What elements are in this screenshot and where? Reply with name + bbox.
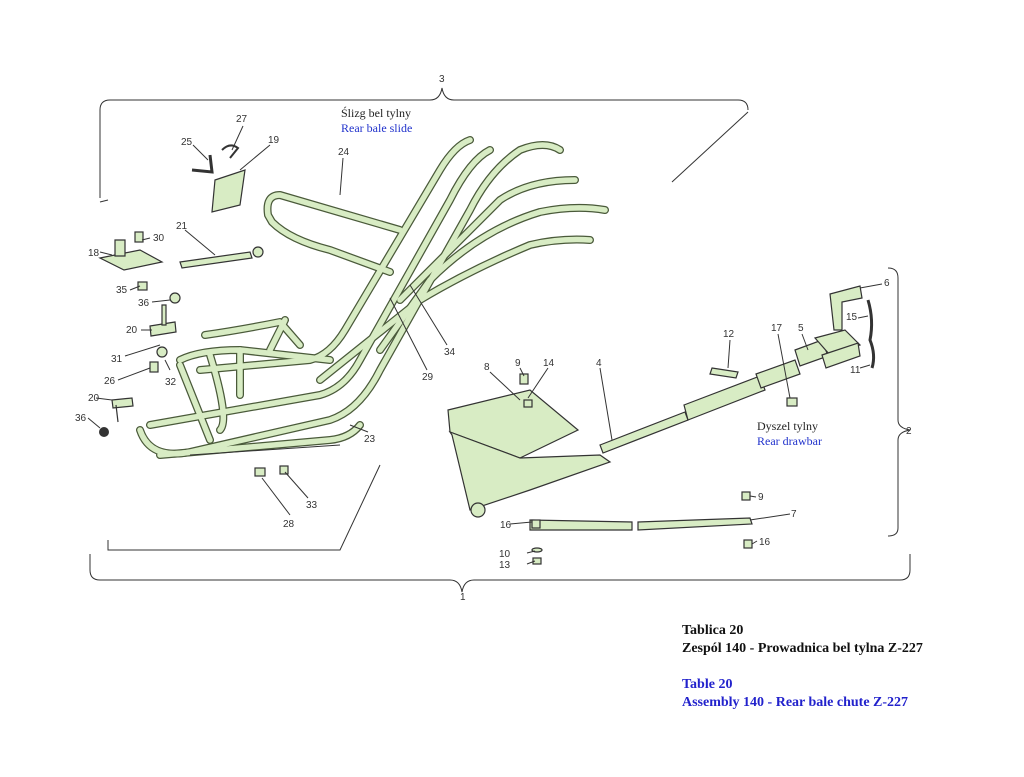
bolt-part-9b xyxy=(741,491,751,501)
part-number-20b: 20 xyxy=(88,393,100,404)
part-number-27: 27 xyxy=(236,114,248,125)
part-number-18: 18 xyxy=(88,248,100,259)
part-number-28: 28 xyxy=(283,519,295,530)
part-number-4: 4 xyxy=(596,358,602,369)
nut-part-16a xyxy=(531,519,541,529)
nut-part-17 xyxy=(786,397,798,407)
part-number-12: 12 xyxy=(723,329,735,340)
caption-english-table: Table 20 xyxy=(682,677,733,692)
slide-label-english: Rear bale slide xyxy=(341,121,412,135)
part-number-36b: 36 xyxy=(75,413,87,424)
caption-polish-table: Tablica 20 xyxy=(682,623,744,638)
bolt-part-26 xyxy=(149,361,159,373)
part-number-3: 3 xyxy=(439,74,445,85)
part-number-1: 1 xyxy=(460,592,466,603)
hitch-part-6 xyxy=(829,285,863,331)
part-number-6: 6 xyxy=(884,278,890,289)
part-number-30: 30 xyxy=(153,233,165,244)
hook-part-25 xyxy=(191,154,214,174)
part-number-17: 17 xyxy=(771,323,783,334)
part-number-21: 21 xyxy=(176,221,188,232)
part-number-13: 13 xyxy=(499,560,511,571)
part-number-16b: 16 xyxy=(759,537,771,548)
part-number-9a: 9 xyxy=(515,358,521,369)
bolt-part-12 xyxy=(709,367,739,379)
washer-part-32 xyxy=(156,346,168,358)
washer-part-36a xyxy=(169,292,181,304)
chute-plate-part-8 xyxy=(447,389,612,518)
group-bracket-2 xyxy=(887,267,911,537)
diagram-labels: Ślizg bel tylny Rear bale slide Dyszel t… xyxy=(341,106,822,448)
bracket-part-20a xyxy=(149,304,177,337)
part-number-36a: 36 xyxy=(138,298,150,309)
chain-part-21 xyxy=(179,246,264,269)
group-bracket-3 xyxy=(99,87,749,203)
nut-part-14 xyxy=(523,399,533,408)
support-bar-part-7 xyxy=(529,517,753,531)
part-number-31: 31 xyxy=(111,354,123,365)
nut-part-33 xyxy=(279,465,289,475)
bracket-part-20b xyxy=(111,397,134,423)
pin-part-27 xyxy=(221,144,240,159)
part-number-26: 26 xyxy=(104,376,116,387)
nut-part-13 xyxy=(532,557,542,565)
part-number-14: 14 xyxy=(543,358,555,369)
drawbar-head-part-5 xyxy=(794,329,862,369)
part-number-33: 33 xyxy=(306,500,318,511)
drawbar-label-polish: Dyszel tylny xyxy=(757,419,818,433)
chain-part-15 xyxy=(866,299,876,369)
part-number-29: 29 xyxy=(422,372,434,383)
part-number-25: 25 xyxy=(181,137,193,148)
plate-part-19 xyxy=(211,169,246,213)
group-bracket-1 xyxy=(89,464,911,593)
nut-part-36b xyxy=(99,427,109,437)
part-number-9b: 9 xyxy=(758,492,764,503)
part-numbers: 3 27 19 25 24 21 30 18 35 36 20 31 32 26… xyxy=(75,74,912,603)
caption-english-assembly: Assembly 140 - Rear bale chute Z-227 xyxy=(682,695,909,710)
part-number-20a: 20 xyxy=(126,325,138,336)
bolt-part-30 xyxy=(134,231,144,243)
nut-part-16b xyxy=(743,539,753,549)
part-number-19: 19 xyxy=(268,135,280,146)
part-number-11: 11 xyxy=(850,365,861,376)
drawbar-tube-part-4 xyxy=(599,359,801,454)
part-number-34: 34 xyxy=(444,347,456,358)
bolt-part-28 xyxy=(254,467,266,477)
part-number-7: 7 xyxy=(791,509,797,520)
part-number-24: 24 xyxy=(338,147,350,158)
bolt-part-9a xyxy=(519,373,529,385)
bracket-part-18 xyxy=(98,239,164,271)
part-number-5: 5 xyxy=(798,323,804,334)
caption-english: Table 20 Assembly 140 - Rear bale chute … xyxy=(682,676,908,712)
part-number-10: 10 xyxy=(499,549,511,560)
leader-lines xyxy=(87,125,883,565)
part-number-23: 23 xyxy=(364,434,376,445)
slide-label-polish: Ślizg bel tylny xyxy=(341,106,411,120)
part-number-2: 2 xyxy=(906,426,912,437)
nut-part-35 xyxy=(137,281,148,291)
part-number-16a: 16 xyxy=(500,520,512,531)
caption-polish: Tablica 20 Zespól 140 - Prowadnica bel t… xyxy=(682,622,923,658)
caption-polish-assembly: Zespól 140 - Prowadnica bel tylna Z-227 xyxy=(682,641,923,656)
part-number-35: 35 xyxy=(116,285,128,296)
part-number-8: 8 xyxy=(484,362,490,373)
drawbar-label-english: Rear drawbar xyxy=(757,434,822,448)
part-number-15: 15 xyxy=(846,312,858,323)
part-number-32: 32 xyxy=(165,377,177,388)
